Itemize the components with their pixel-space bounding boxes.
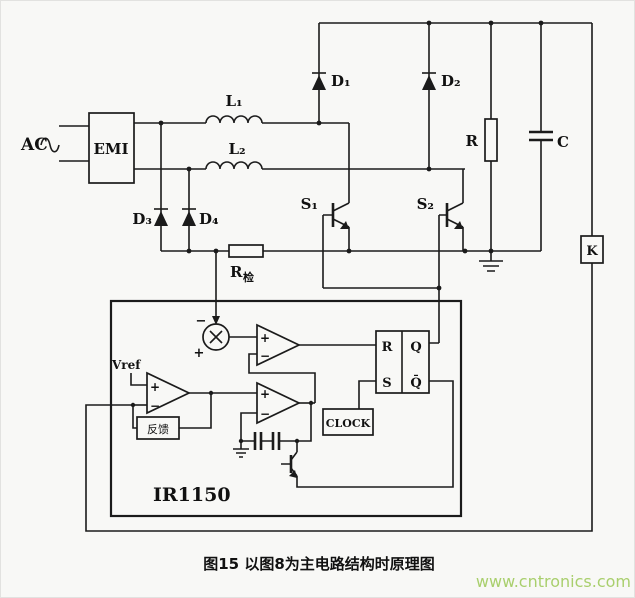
- compensation-cap-plates: [253, 432, 281, 450]
- k-divider-box: [580, 235, 604, 264]
- ir1150-box: [109, 299, 463, 518]
- wire-feedback-network: [132, 393, 212, 429]
- ff-s-label: S: [382, 376, 391, 391]
- error-amp: [146, 371, 191, 415]
- error-amp-minus-mark: −: [150, 399, 160, 413]
- l2-label: L₂: [228, 140, 245, 158]
- discharge-switch-symbol: [281, 441, 298, 478]
- integrator-amp: [256, 381, 301, 425]
- vref-label: Vref: [111, 358, 141, 372]
- s2-arrow-icon: [454, 221, 463, 229]
- diode-d3: [154, 208, 168, 226]
- k-label: K: [586, 244, 598, 259]
- s1-label: S₁: [301, 195, 318, 213]
- r-label: R: [466, 132, 479, 150]
- switch-s2-symbol: [439, 169, 464, 251]
- d3-label: D₃: [132, 210, 152, 228]
- multiplier-icon: [202, 323, 230, 351]
- feedback-box: [136, 416, 180, 440]
- output-resistor-body: [484, 118, 498, 162]
- s2-label: S₂: [417, 195, 434, 213]
- wire-k-feedback-loop: [85, 23, 593, 532]
- d1-label: D₁: [331, 72, 351, 90]
- sense-arrowhead-icon: [212, 316, 220, 325]
- clock-label: CLOCK: [326, 417, 371, 430]
- ir1150-label: IR1150: [153, 484, 231, 506]
- inductor-l1-coil: [205, 115, 263, 124]
- ff-qbar-label: Q̄: [410, 374, 421, 391]
- pwm-comparator: [256, 323, 301, 367]
- wire-qbar-to-switch: [296, 380, 454, 488]
- wire-ac-input: [59, 125, 89, 162]
- figure-caption: 图15 以图8为主电路结构时原理图: [203, 555, 435, 573]
- sense-minus-mark: −: [196, 314, 207, 329]
- wiring-power-stage: [40, 22, 593, 532]
- ground-icon: [479, 251, 503, 272]
- emi-label: EMI: [93, 140, 128, 158]
- ac-sine-icon: [40, 137, 60, 153]
- diode-d1: [312, 72, 326, 90]
- ff-q-label: Q: [410, 340, 421, 355]
- output-capacitor-plates: [529, 130, 553, 142]
- clock-box: [322, 408, 374, 436]
- c-label: C: [557, 133, 569, 151]
- integrator-minus-mark: −: [260, 407, 270, 421]
- inductor-l2-coil: [205, 161, 263, 170]
- wire-vref-input: [130, 373, 147, 386]
- ground-icon-internal: [233, 441, 249, 458]
- rsense-sub-label: 检: [243, 270, 254, 284]
- s1-arrow-icon: [340, 221, 349, 229]
- d4-label: D₄: [199, 210, 219, 228]
- wire-compensation: [240, 403, 312, 442]
- sense-plus-mark: +: [194, 346, 205, 361]
- l1-label: L₁: [225, 92, 242, 110]
- wire-comparator-neg-input: [248, 353, 316, 403]
- comparator-minus-mark: −: [260, 349, 270, 363]
- rsense-label: R: [230, 263, 243, 281]
- junction-dots: [130, 20, 544, 444]
- diode-d4: [182, 208, 196, 226]
- sense-resistor-body: [228, 244, 264, 258]
- error-amp-plus-mark: +: [150, 380, 160, 394]
- switch-s1-symbol: [323, 123, 350, 251]
- watermark: www.cntronics.com: [476, 572, 631, 591]
- comparator-plus-mark: +: [260, 331, 270, 345]
- ac-label: AC: [20, 135, 48, 155]
- wire-gate-drive-bus: [322, 215, 440, 344]
- wire-clock-to-s: [358, 380, 376, 409]
- emi-filter-box: [88, 112, 135, 184]
- wire-output-capacitor-branch: [491, 23, 542, 252]
- feedback-label: 反馈: [147, 423, 169, 436]
- diode-d2: [422, 72, 436, 90]
- integrator-plus-mark: +: [260, 387, 270, 401]
- d2-label: D₂: [441, 72, 461, 90]
- wiring-controller: [130, 336, 454, 488]
- ff-r-label: R: [382, 340, 393, 355]
